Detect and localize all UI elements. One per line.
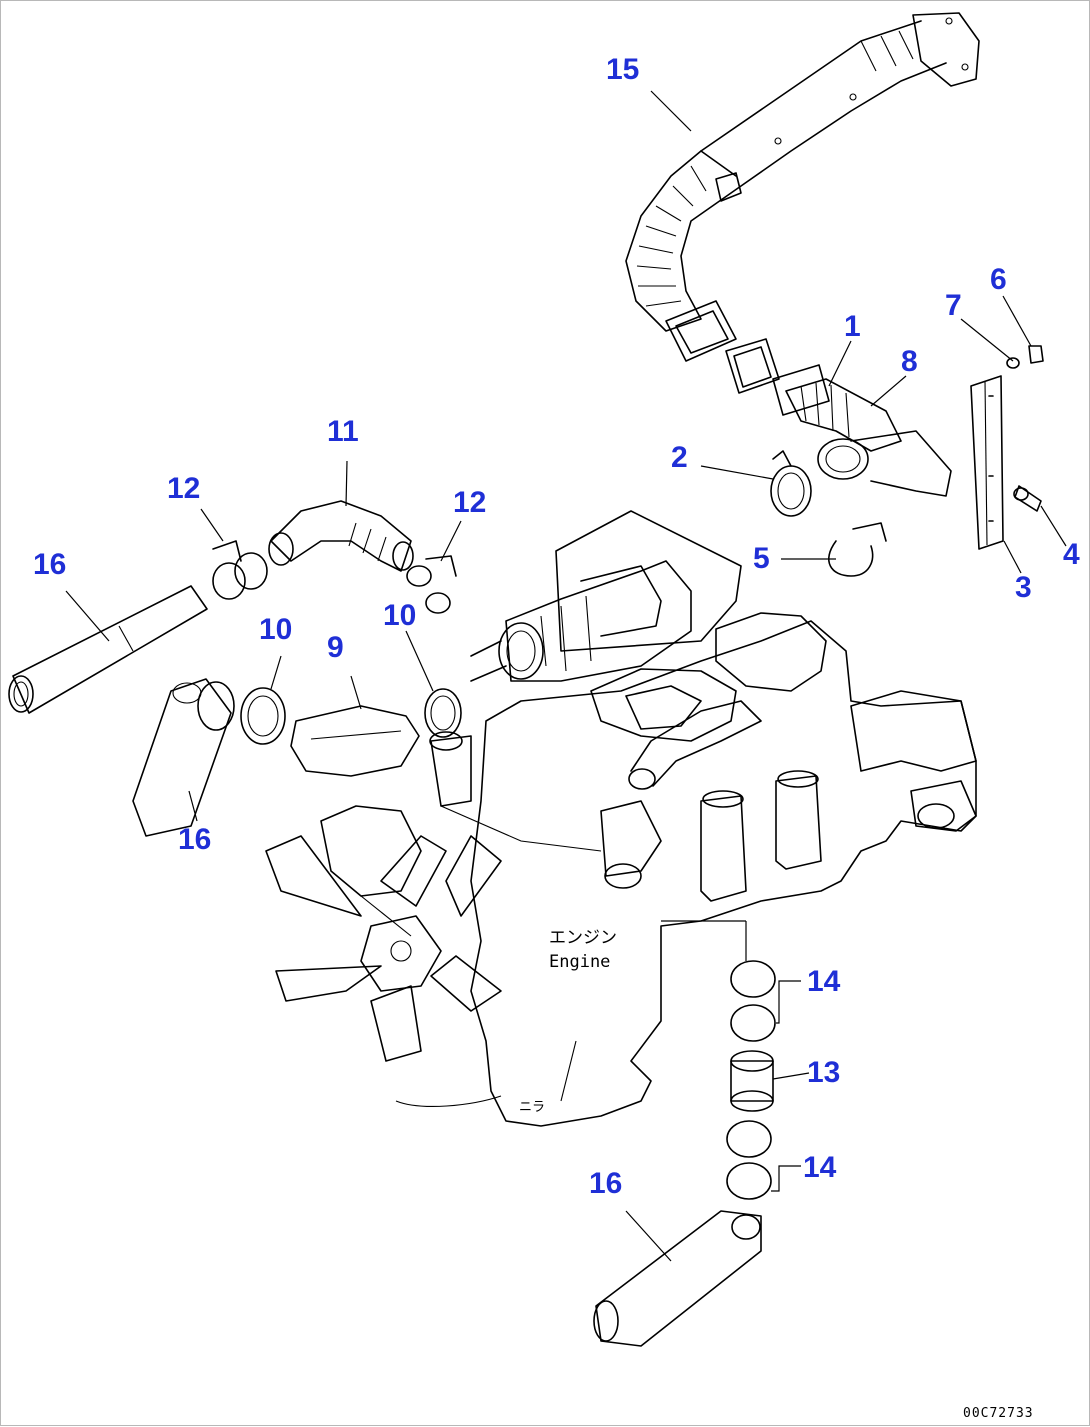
part-14-clamps-lower	[726, 1120, 772, 1200]
callout-16-bottom: 16	[589, 1167, 622, 1200]
part-13-hose	[730, 1050, 774, 1112]
callout-14-lower: 14	[803, 1151, 837, 1184]
callout-3: 3	[1015, 571, 1032, 604]
callout-1: 1	[844, 310, 861, 343]
part-5-band	[828, 522, 887, 577]
callout-12-left: 12	[167, 472, 200, 505]
callout-16-left-lower: 16	[178, 823, 211, 856]
callout-10-right: 10	[383, 599, 416, 632]
callout-2: 2	[671, 441, 688, 474]
part-6-bolt	[1028, 345, 1044, 364]
engine-label: エンジン Engine ニラ	[519, 928, 617, 1115]
part-10-clamp-right	[424, 688, 462, 738]
callout-6: 6	[990, 263, 1007, 296]
part-1-bellows-hose	[785, 378, 902, 452]
callout-4: 4	[1063, 538, 1080, 571]
callout-5: 5	[753, 542, 770, 575]
part-16-pipe-bottom	[593, 1210, 762, 1347]
document-number: 00C72733	[963, 1406, 1034, 1421]
part-11-hose	[268, 500, 414, 572]
part-15-intake-pipe	[625, 12, 980, 362]
part-8-elbow	[817, 430, 952, 497]
part-10-clamp-left	[240, 687, 286, 745]
callout-8: 8	[901, 345, 918, 378]
part-gasket-pair	[725, 338, 830, 416]
callout-12-right: 12	[453, 486, 486, 519]
engine-label-jp: エンジン	[549, 928, 617, 948]
part-2-hose-clamp	[770, 450, 812, 517]
callout-13: 13	[807, 1056, 840, 1089]
part-12-clamp-left	[212, 540, 268, 600]
engine-casting-mark: ニラ	[519, 1100, 545, 1115]
engine-label-en: Engine	[549, 952, 610, 972]
part-7-washer	[1006, 357, 1020, 369]
part-14-clamps-upper	[730, 960, 776, 1042]
part-16-pipe-left-upper	[8, 585, 208, 714]
callout-7: 7	[945, 289, 962, 322]
part-9-hose	[290, 705, 420, 777]
callout-10-left: 10	[259, 613, 292, 646]
callout-labels: 15 1 8 7 6 2 5 4 3 11 12 12 16 10 9 10 1…	[33, 53, 1080, 1200]
engine-assembly	[265, 510, 977, 1127]
callout-11: 11	[327, 415, 359, 448]
callout-16-left-upper: 16	[33, 548, 66, 581]
callout-14-upper: 14	[807, 965, 841, 998]
part-3-bracket	[970, 375, 1004, 550]
callout-15: 15	[606, 53, 639, 86]
callout-9: 9	[327, 631, 344, 664]
part-12-clamp-right	[406, 555, 457, 614]
part-16-pipe-left-lower	[132, 678, 235, 837]
leader-lines	[65, 90, 1067, 1262]
part-4-bolt	[1013, 485, 1042, 512]
